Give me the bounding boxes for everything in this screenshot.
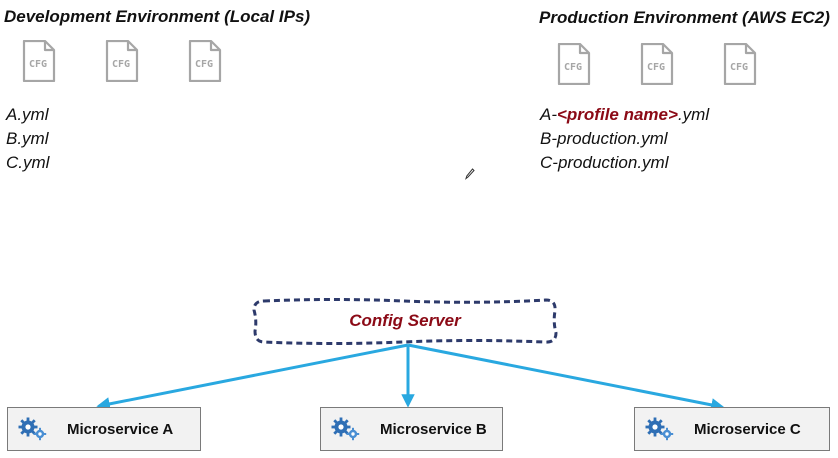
config-server: Config Server bbox=[252, 297, 558, 345]
dev-config-file-icon: CFG bbox=[22, 40, 56, 82]
dev-file-item: B.yml bbox=[6, 129, 49, 148]
prod-file-item: A-<profile name>.yml bbox=[540, 103, 709, 127]
microservice-b: Microservice B bbox=[320, 407, 503, 451]
dev-config-file-icon: CFG bbox=[105, 40, 139, 82]
file-suffix: .yml bbox=[677, 105, 710, 124]
profile-name-placeholder: <profile name> bbox=[557, 105, 678, 124]
file-prefix: A- bbox=[540, 105, 557, 124]
dev-config-file-icon-label: CFG bbox=[112, 59, 130, 70]
prod-config-file-icon: CFG bbox=[640, 43, 674, 85]
dev-file-list: A.yml B.yml C.yml bbox=[6, 103, 49, 175]
config-server-label: Config Server bbox=[349, 311, 461, 330]
dev-config-file-icon-label: CFG bbox=[29, 59, 47, 70]
prod-file-item: C-production.yml bbox=[540, 153, 669, 172]
dev-file-item: A.yml bbox=[6, 105, 49, 124]
gears-icon bbox=[18, 417, 48, 441]
microservice-c: Microservice C bbox=[634, 407, 830, 451]
dev-environment-title: Development Environment (Local IPs) bbox=[4, 7, 311, 26]
prod-config-file-icon: CFG bbox=[557, 43, 591, 85]
microservice-a-label: Microservice A bbox=[67, 420, 174, 438]
pencil-cursor-icon bbox=[465, 168, 475, 180]
gears-icon bbox=[645, 417, 675, 441]
prod-config-file-icon-label: CFG bbox=[730, 62, 748, 73]
arrow-to-microservice-a bbox=[96, 343, 409, 411]
dev-config-file-icon: CFG bbox=[188, 40, 222, 82]
prod-config-file-icon-label: CFG bbox=[647, 62, 665, 73]
arrow-to-microservice-c bbox=[407, 343, 725, 412]
prod-config-file-icon: CFG bbox=[723, 43, 757, 85]
config-server-dashed-border bbox=[252, 298, 558, 345]
microservice-a: Microservice A bbox=[7, 407, 201, 451]
gears-icon bbox=[331, 417, 361, 441]
dev-config-file-icon-label: CFG bbox=[195, 59, 213, 70]
prod-file-item: B-production.yml bbox=[540, 129, 668, 148]
dev-file-item: C.yml bbox=[6, 153, 50, 172]
prod-config-file-icon-label: CFG bbox=[564, 62, 582, 73]
prod-file-list: A-<profile name>.yml B-production.yml C-… bbox=[540, 103, 709, 175]
prod-environment-title: Production Environment (AWS EC2) bbox=[539, 8, 830, 27]
microservice-b-label: Microservice B bbox=[380, 420, 487, 438]
microservice-c-label: Microservice C bbox=[694, 420, 801, 438]
